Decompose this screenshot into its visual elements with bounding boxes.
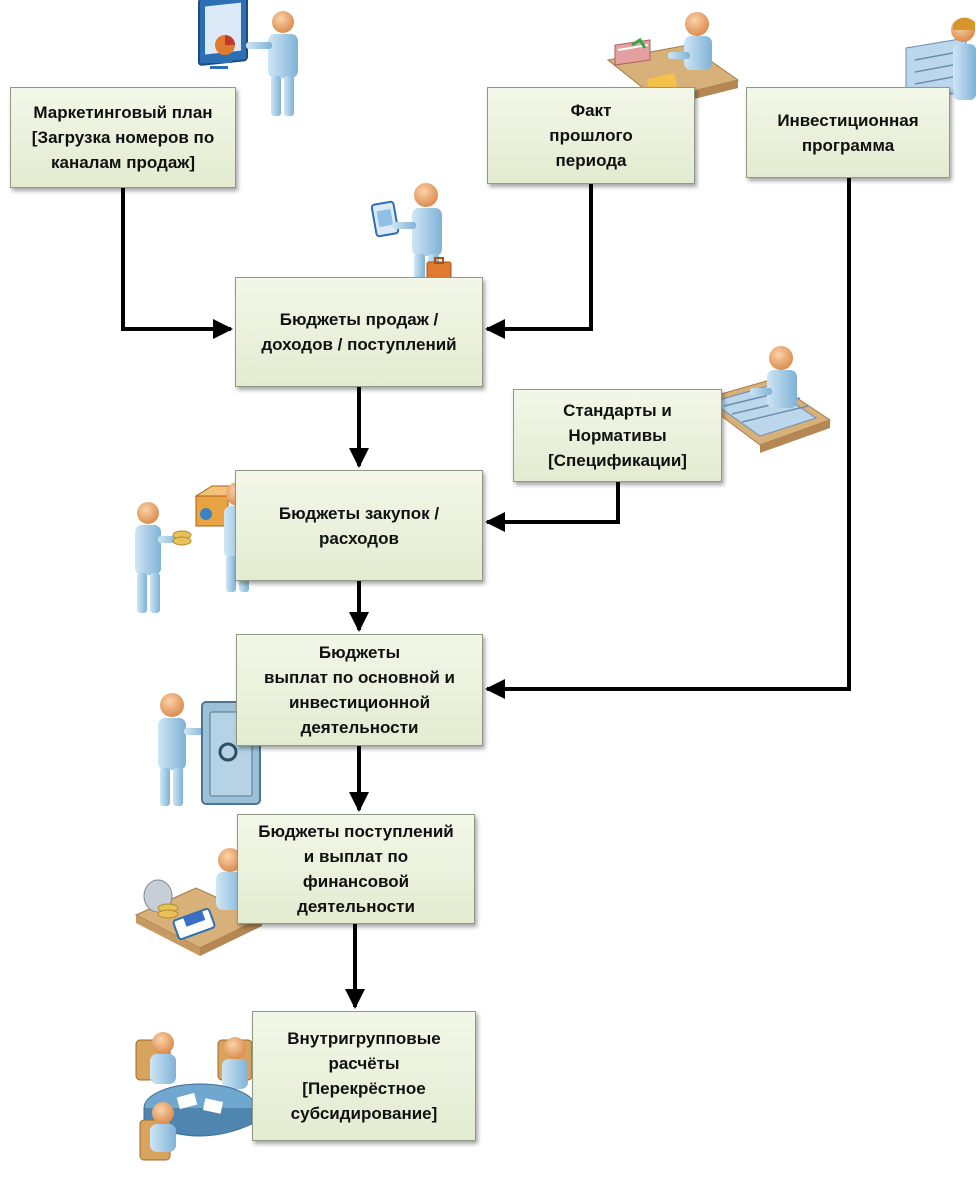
tablet-briefcase-figure-icon — [370, 183, 452, 292]
node-financial-budgets-label: Бюджеты поступлений и выплат по финансов… — [258, 822, 454, 916]
node-standards: Стандарты и Нормативы [Спецификации] — [513, 389, 722, 482]
meeting-table-figures-icon — [135, 1032, 257, 1161]
node-investment-program: Инвестиционная программа — [746, 87, 950, 178]
node-past-period-fact: Факт прошлого периода — [487, 87, 695, 184]
node-sales-budgets-label: Бюджеты продаж / доходов / поступлений — [261, 310, 457, 354]
blueprint-figure-icon — [905, 17, 976, 101]
node-intragroup-settlements: Внутригрупповые расчёты [Перекрёстное су… — [252, 1011, 476, 1141]
node-payment-budgets: Бюджеты выплат по основной и инвестицион… — [236, 634, 483, 746]
node-past-period-fact-label: Факт прошлого периода — [549, 101, 633, 170]
calculator-desk-figure-icon — [134, 848, 264, 956]
node-marketing-plan: Маркетинговый план [Загрузка номеров по … — [10, 87, 236, 188]
node-marketing-plan-label: Маркетинговый план [Загрузка номеров по … — [31, 103, 215, 172]
edge-standards-to-purchases — [485, 482, 620, 532]
node-investment-program-label: Инвестиционная программа — [777, 110, 919, 155]
documents-desk-figure-icon — [606, 12, 740, 108]
node-intragroup-settlements-label: Внутригрупповые расчёты [Перекрёстное су… — [287, 1029, 441, 1123]
node-financial-budgets: Бюджеты поступлений и выплат по финансов… — [237, 814, 475, 924]
node-sales-budgets: Бюджеты продаж / доходов / поступлений — [235, 277, 483, 387]
node-purchase-budgets: Бюджеты закупок / расходов — [235, 470, 483, 581]
edge-fact-to-sales — [485, 184, 593, 339]
connectors — [121, 178, 851, 1009]
node-purchase-budgets-label: Бюджеты закупок / расходов — [278, 503, 440, 548]
edge-marketing-to-sales — [121, 188, 233, 339]
presentation-figure-icon — [198, 0, 298, 116]
edge-invest-to-payments — [485, 178, 851, 699]
drafting-desk-figure-icon — [698, 346, 832, 453]
node-payment-budgets-label: Бюджеты выплат по основной и инвестицион… — [264, 643, 455, 737]
node-standards-label: Стандарты и Нормативы [Спецификации] — [548, 401, 687, 470]
